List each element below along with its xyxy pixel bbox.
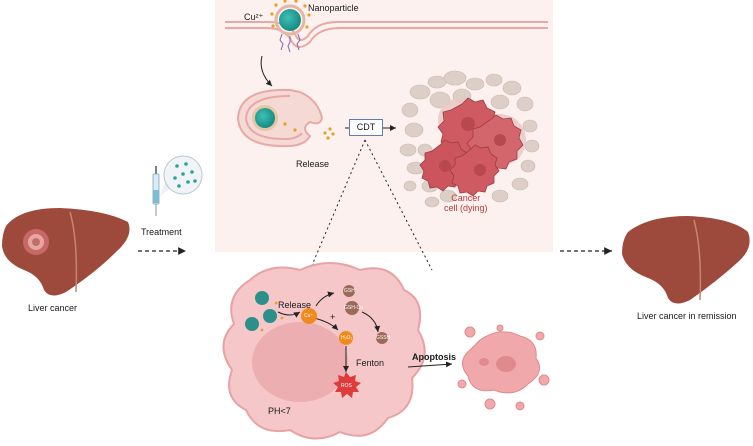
cancer-cell-dying-label: Cancer cell (dying) — [444, 193, 488, 213]
gssh-label: GSSH — [376, 335, 391, 341]
fenton-label: Fenton — [356, 358, 385, 368]
h2o2-icon — [339, 331, 353, 345]
syringe-icon — [152, 166, 160, 216]
nanoparticle-label: Nanoparticle — [308, 3, 359, 13]
nanoparticle-icon — [270, 0, 311, 53]
liver-cancer-icon — [2, 208, 130, 296]
cancer-label-line2: cell (dying) — [444, 203, 488, 213]
release-inner-label: Release — [278, 300, 312, 310]
apoptotic-cell-icon — [457, 324, 550, 411]
cell-nucleus — [252, 322, 348, 402]
cancer-cell-body — [222, 262, 426, 440]
liver-remission-label: Liver cancer in remission — [637, 311, 737, 321]
ros-label: ROS — [341, 383, 352, 389]
ph-label: PH<7 — [268, 406, 291, 416]
gsh-cu-icon — [345, 301, 359, 315]
ros-burst-icon — [333, 372, 361, 398]
liver-remission-icon — [622, 216, 750, 304]
gsh-icon — [343, 285, 355, 297]
cu-ion-label: Cu²⁺ — [244, 12, 264, 22]
gsh-cu-label: GSH-Cu — [344, 305, 363, 311]
cu-plus-label: Cu⁺ — [304, 313, 314, 319]
gsh-label: GSH — [344, 288, 355, 294]
nanoparticle-bubble-icon — [160, 155, 203, 196]
apoptosis-label: Apoptosis — [412, 352, 456, 362]
liver-cancer-label: Liver cancer — [28, 303, 78, 313]
endosome-icon — [236, 88, 335, 148]
treatment-label: Treatment — [141, 227, 182, 237]
plus-sign: + — [330, 312, 336, 322]
cu-plus-icon — [301, 308, 317, 324]
h2o2-label: H₂O₂ — [341, 335, 353, 341]
dying-cancer-cells — [399, 70, 540, 208]
gssh-icon — [376, 332, 388, 344]
release-top-label: Release — [296, 159, 330, 169]
cdt-box: CDT — [349, 119, 383, 136]
cancer-label-line1: Cancer — [451, 193, 481, 203]
internal-nanoparticles — [245, 291, 284, 332]
